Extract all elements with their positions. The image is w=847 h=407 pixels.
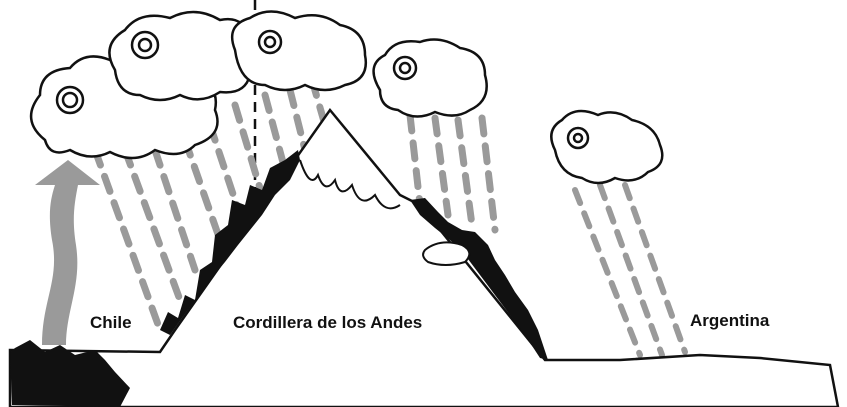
rock-patch [422, 241, 471, 266]
label-chile: Chile [90, 313, 132, 332]
label-argentina: Argentina [690, 311, 770, 330]
cloud-icon [550, 109, 664, 185]
updraft-arrow [35, 160, 100, 345]
rain-argentina [572, 182, 688, 358]
vegetation-leeward [410, 198, 548, 360]
rain-left-windward [91, 76, 329, 334]
snow-cap [299, 159, 401, 210]
vegetation-windward [160, 150, 300, 335]
label-cordillera: Cordillera de los Andes [233, 313, 423, 332]
cloud-icon [372, 38, 488, 118]
coastal-cliff [10, 340, 130, 407]
cloud-icon [108, 10, 259, 102]
cloud-icon [230, 10, 368, 92]
rain-right-slope [406, 111, 499, 234]
